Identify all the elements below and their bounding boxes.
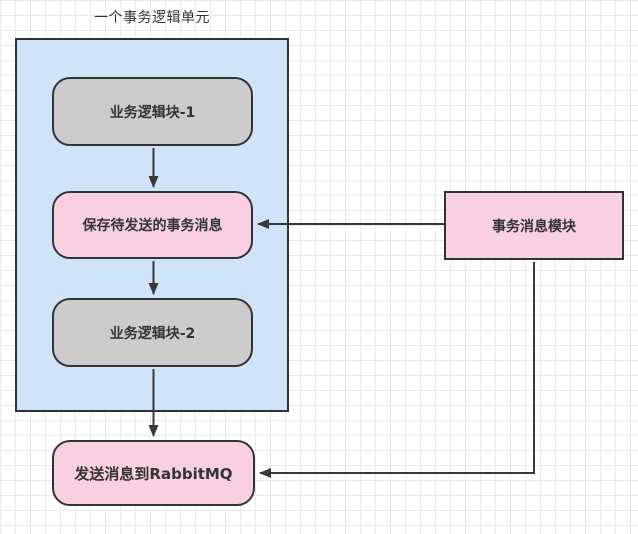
node-business-logic-block-1: 业务逻辑块-1 [52, 77, 253, 146]
node-transaction-message-module: 事务消息模块 [444, 191, 624, 260]
node-label: 事务消息模块 [492, 218, 576, 235]
node-business-logic-block-2: 业务逻辑块-2 [52, 298, 253, 367]
node-label: 保存待发送的事务消息 [82, 218, 223, 234]
edge-module-to-rabbitmq [259, 262, 535, 478]
container-title: 一个事务逻辑单元 [94, 10, 210, 26]
node-send-message-to-rabbitmq: 发送消息到RabbitMQ [52, 440, 255, 506]
node-label: 业务逻辑块-2 [109, 325, 196, 342]
node-label: 发送消息到RabbitMQ [74, 464, 233, 483]
node-save-pending-transaction-message: 保存待发送的事务消息 [52, 191, 253, 259]
node-label: 业务逻辑块-1 [109, 104, 196, 121]
